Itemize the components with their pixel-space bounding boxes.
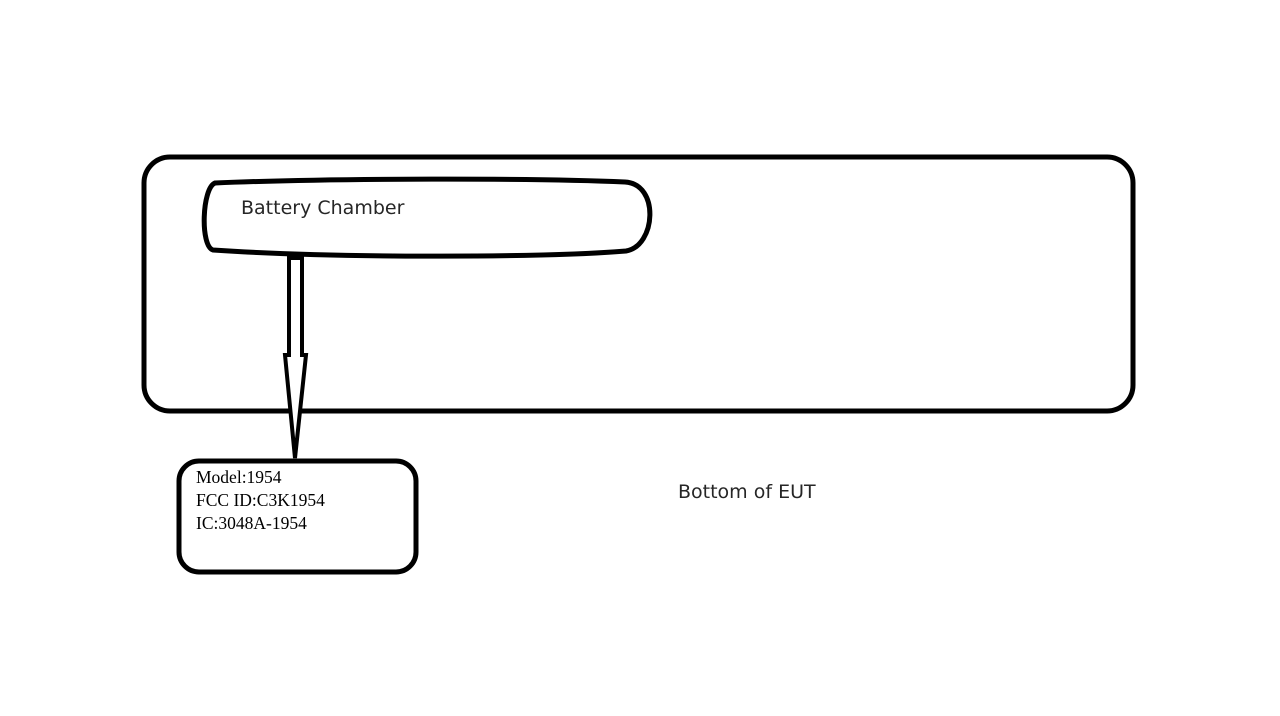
diagram-caption: Bottom of EUT xyxy=(678,481,816,503)
label-ic-line: IC:3048A-1954 xyxy=(196,513,307,533)
pointer-arrow xyxy=(282,256,309,459)
label-box-outline xyxy=(176,458,419,575)
label-fcc-id-line: FCC ID:C3K1954 xyxy=(196,490,325,510)
label-text-block: Model:1954 FCC ID:C3K1954 IC:3048A-1954 xyxy=(196,466,325,535)
label-model-line: Model:1954 xyxy=(196,467,282,487)
eut-outline xyxy=(141,154,1136,414)
battery-chamber-label: Battery Chamber xyxy=(241,197,405,219)
battery-chamber-outline xyxy=(201,176,653,259)
